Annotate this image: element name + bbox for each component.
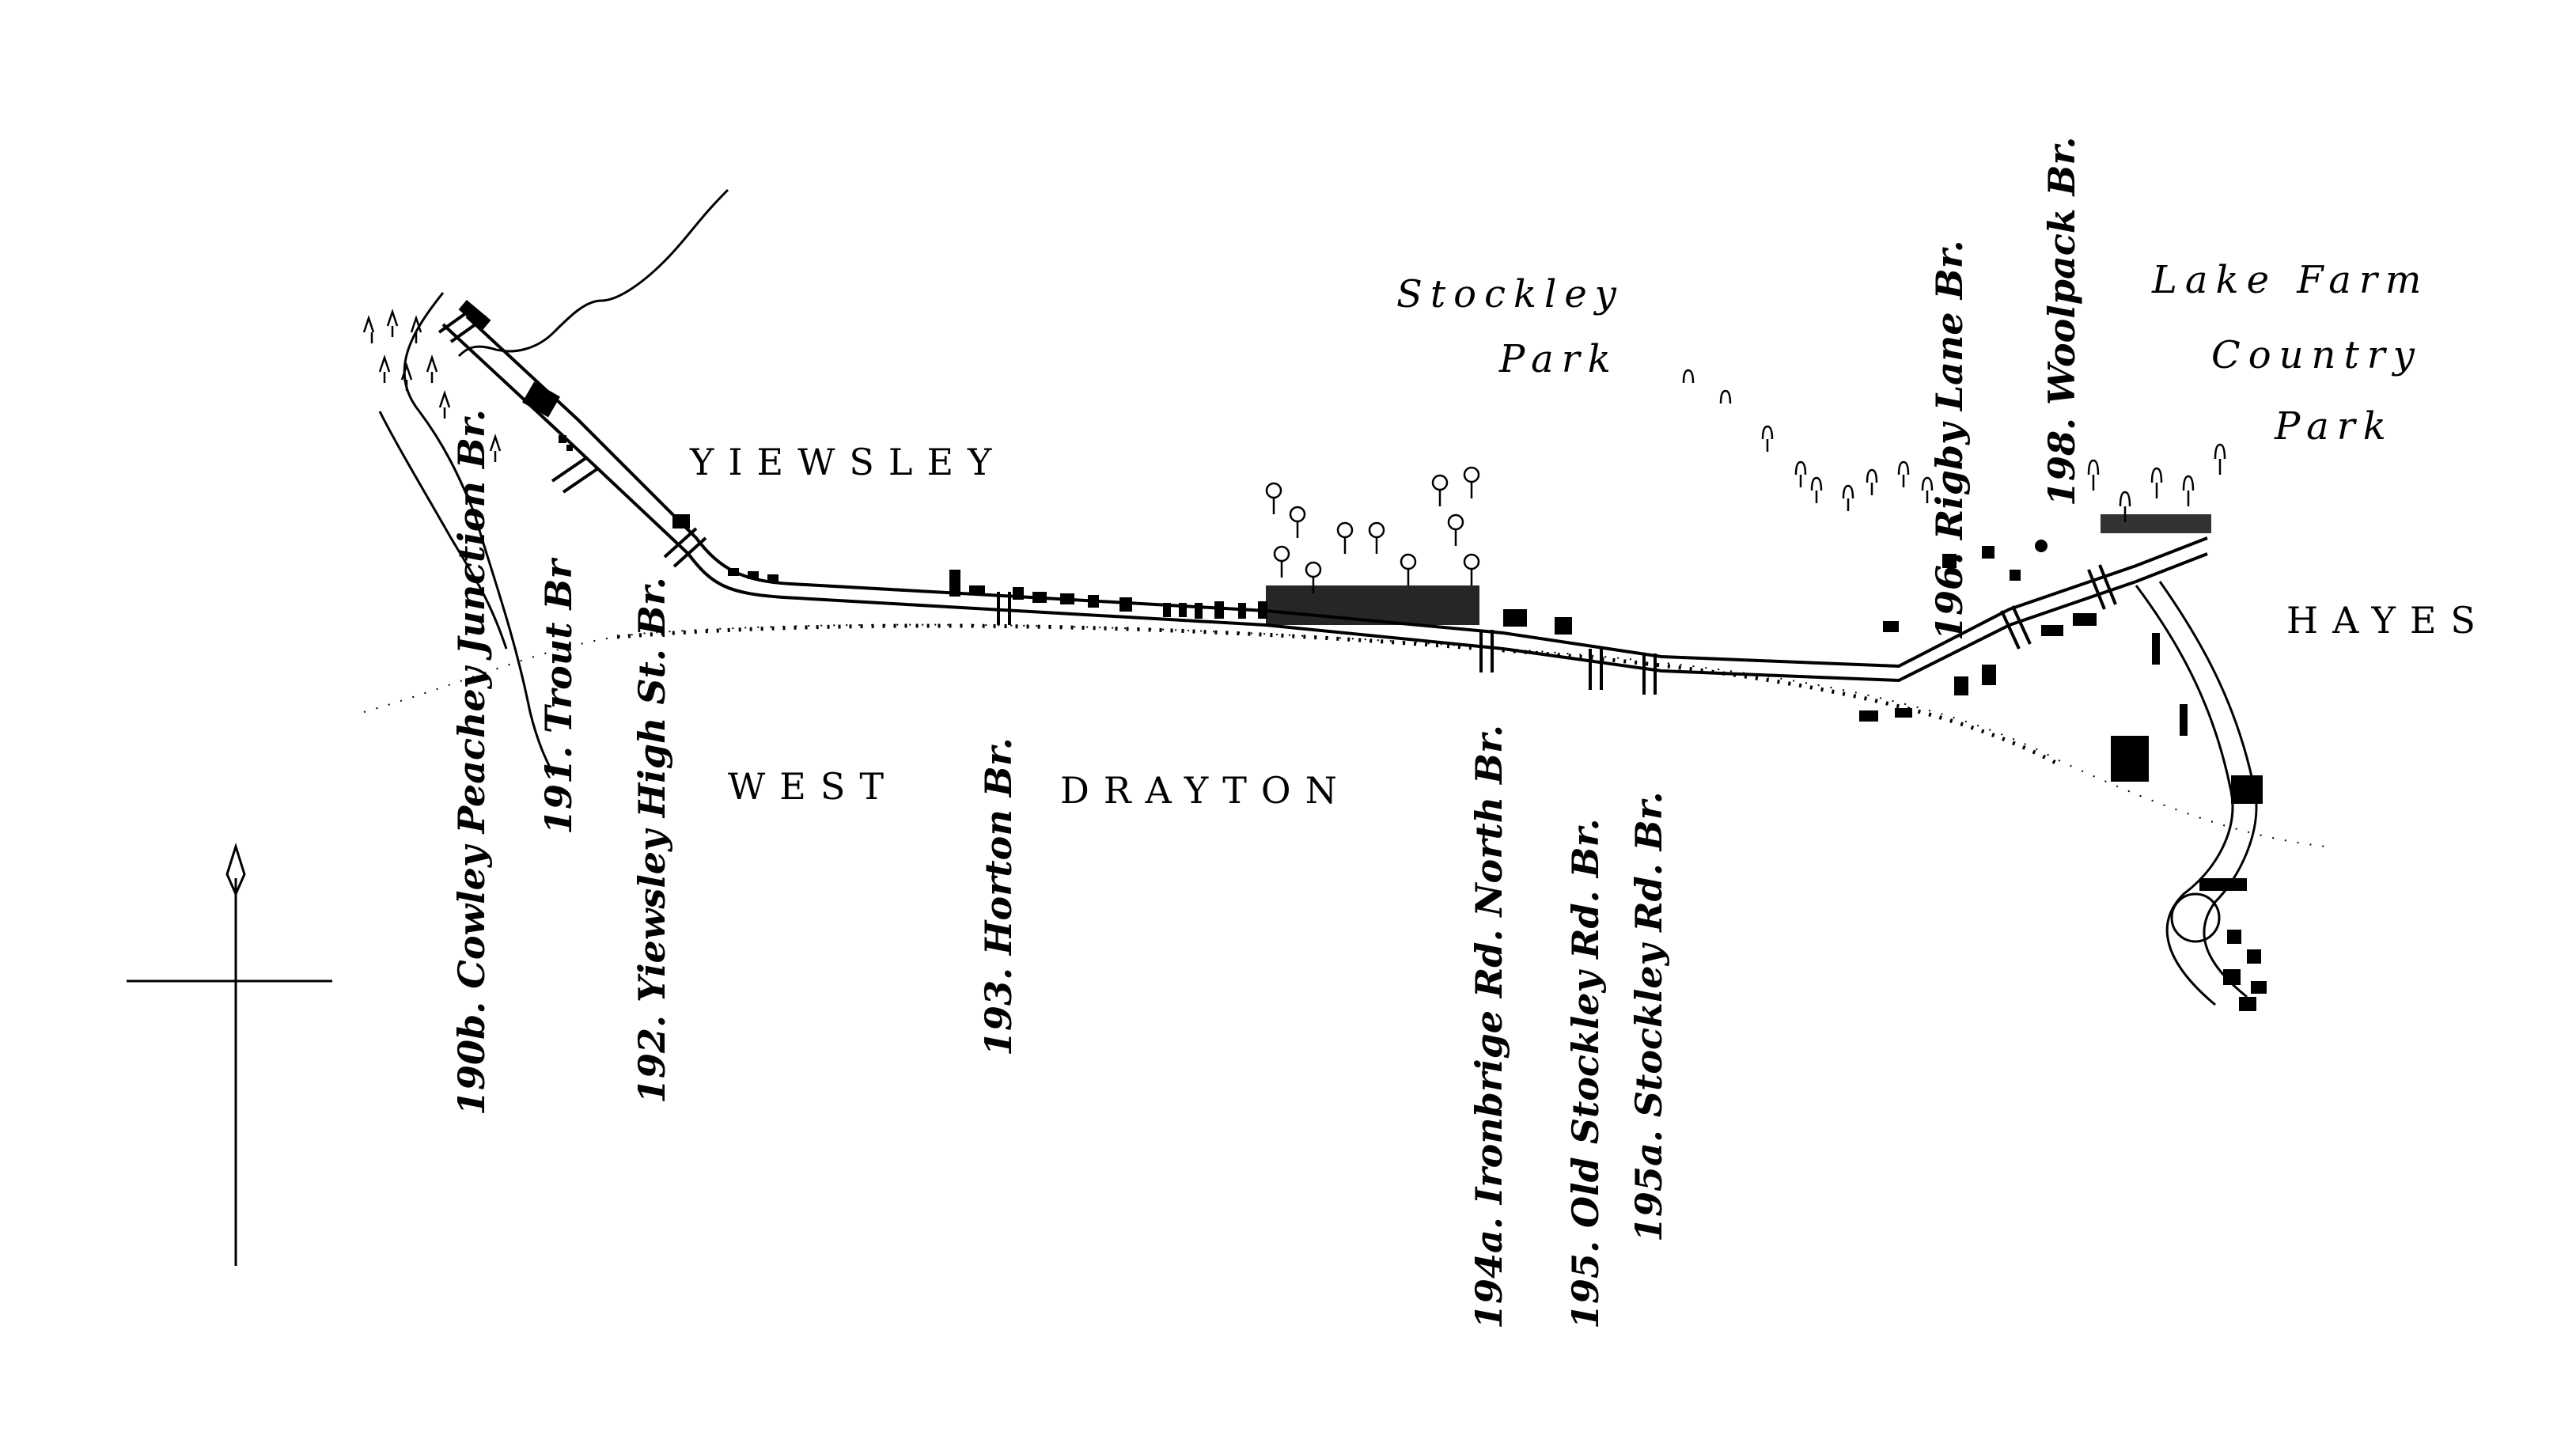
place-lake-farm-2: Country — [2211, 333, 2423, 377]
place-west: WEST — [728, 765, 898, 808]
woodland — [362, 309, 2226, 625]
bridge-label-190b: 190b. Cowley Peachey Junction Br. — [450, 409, 493, 1116]
place-names: YIEWSLEY WEST DRAYTON HAYES Stockley Par… — [689, 258, 2490, 812]
bridge-label-196: 196. Rigby Lane Br. — [1928, 240, 1971, 641]
place-stockley-park-1: Stockley — [1396, 272, 1624, 316]
place-lake-farm-1: Lake Farm — [2151, 258, 2429, 302]
bridge-label-195a: 195a. Stockley Rd. Br. — [1627, 791, 1670, 1242]
bridge-label-192: 192. Yiewsley High St. Br. — [631, 577, 673, 1104]
place-yiewsley: YIEWSLEY — [689, 441, 1006, 483]
north-arrow-icon — [127, 842, 332, 1266]
place-stockley-park-2: Park — [1498, 337, 1619, 381]
place-drayton: DRAYTON — [1060, 769, 1351, 812]
place-hayes: HAYES — [2286, 599, 2490, 642]
bridge-label-195: 195. Old Stockley Rd. Br. — [1564, 818, 1607, 1329]
bridge-label-198: 198. Woolpack Br. — [2040, 136, 2083, 506]
dense-woodland — [1266, 585, 1479, 625]
bridge-label-194a: 194a. Ironbrige Rd. North Br. — [1468, 725, 1510, 1329]
grand-union-canal — [441, 315, 2208, 683]
bridge-markers — [438, 305, 2117, 695]
place-lake-farm-3: Park — [2274, 404, 2394, 449]
bridge-label-193: 193. Horton Br. — [977, 737, 1020, 1056]
buildings — [458, 300, 2267, 1011]
railway-line — [363, 623, 2327, 847]
roads-hayes — [2135, 581, 2258, 1006]
bridge-labels: 190b. Cowley Peachey Junction Br. 191. T… — [450, 136, 2083, 1329]
bridge-label-191: 191. Trout Br — [537, 557, 580, 835]
